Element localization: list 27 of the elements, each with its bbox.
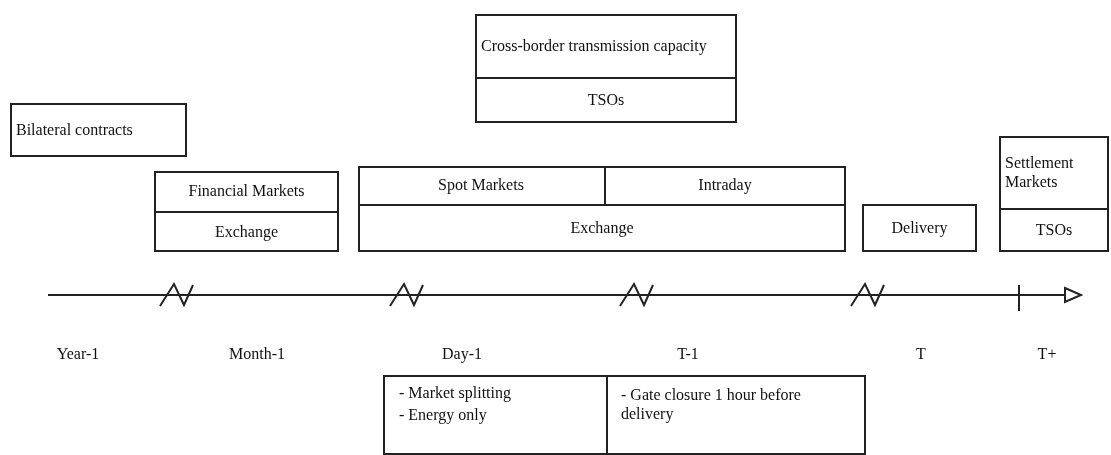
box-label: - Gate closure 1 hour before delivery bbox=[621, 384, 802, 424]
box-label: - Energy only bbox=[399, 405, 487, 425]
timeline-box bbox=[862, 204, 977, 252]
box-label: Financial Markets bbox=[188, 181, 305, 201]
box-label: Delivery bbox=[891, 218, 948, 238]
time-label: T-1 bbox=[677, 345, 699, 363]
box-label: Settlement Markets bbox=[1005, 152, 1075, 192]
time-label: Month-1 bbox=[229, 345, 285, 363]
time-label: T+ bbox=[1037, 345, 1057, 363]
time-label: Day-1 bbox=[442, 345, 482, 363]
timeline-box bbox=[999, 136, 1109, 252]
box-label: Bilateral contracts bbox=[16, 120, 133, 140]
timeline-box bbox=[475, 14, 737, 123]
box-label: - Market splitting bbox=[399, 383, 511, 403]
box-label: Spot Markets bbox=[438, 175, 524, 195]
timeline-box bbox=[383, 375, 866, 455]
timeline-box bbox=[10, 103, 187, 157]
time-label: T bbox=[916, 345, 926, 363]
timeline-box bbox=[154, 171, 339, 252]
timeline-box bbox=[358, 166, 846, 252]
box-label: Exchange bbox=[570, 218, 634, 238]
box-label: TSOs bbox=[1035, 220, 1073, 240]
box-label: Cross-border transmission capacity bbox=[481, 35, 707, 56]
box-label: Intraday bbox=[698, 175, 752, 195]
box-label: Exchange bbox=[214, 221, 279, 242]
time-label: Year-1 bbox=[56, 345, 100, 363]
box-label: TSOs bbox=[587, 90, 625, 110]
